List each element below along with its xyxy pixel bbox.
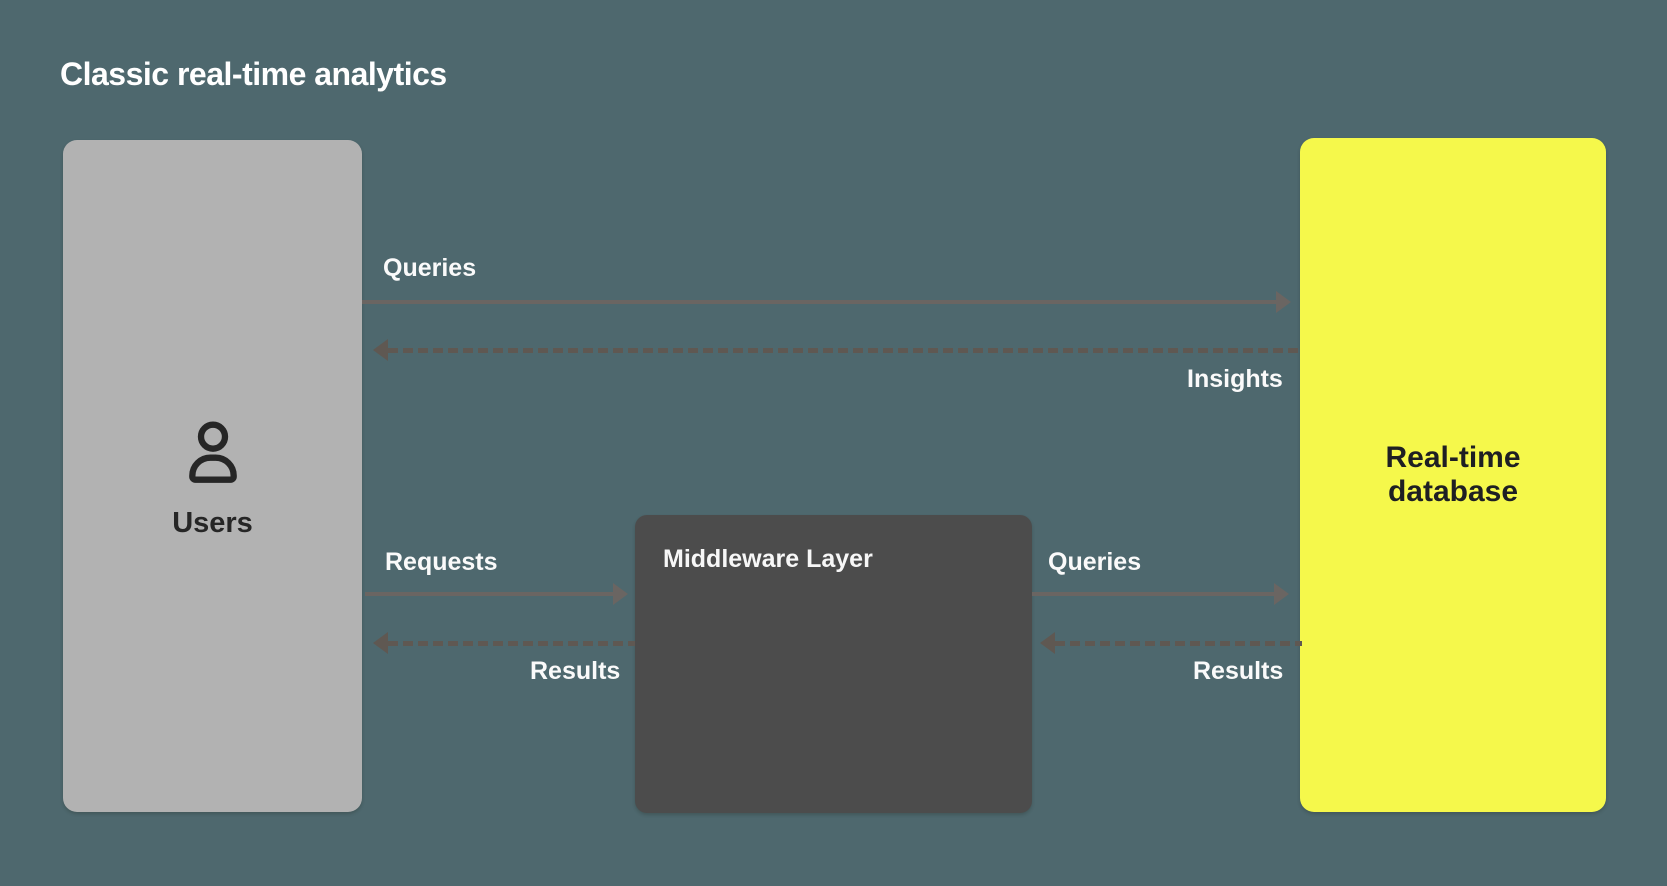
user-icon [173,413,253,493]
edge-label-results-right: Results [1193,657,1284,685]
edge-label-insights: Insights [1187,365,1283,393]
edge-line-insights [388,348,1300,353]
users-node-label: Users [172,506,253,539]
edge-line-queries-top [362,300,1276,304]
middleware-node-label: Middleware Layer [663,545,873,573]
node-middleware: Middleware Layer [635,515,1032,813]
diagram-title: Classic real-time analytics [60,56,447,92]
edge-line-results-right [1055,641,1302,646]
edge-line-queries-right [1032,592,1274,596]
edge-label-requests: Requests [385,548,498,576]
edge-label-queries-right: Queries [1048,548,1142,576]
edge-line-requests [365,592,613,596]
node-users: Users [63,140,362,812]
arrowhead-right-icon [1274,583,1289,605]
edge-label-results-left: Results [530,657,621,685]
arrowhead-right-icon [613,583,628,605]
database-node-label: Real-time database [1385,440,1521,509]
edge-line-results-left [388,641,635,646]
arrowhead-left-icon [373,339,388,361]
arrowhead-left-icon [1040,632,1055,654]
arrowhead-right-icon [1276,291,1291,313]
node-database: Real-time database [1300,138,1606,812]
arrowhead-left-icon [373,632,388,654]
edge-label-queries-top: Queries [383,254,477,282]
